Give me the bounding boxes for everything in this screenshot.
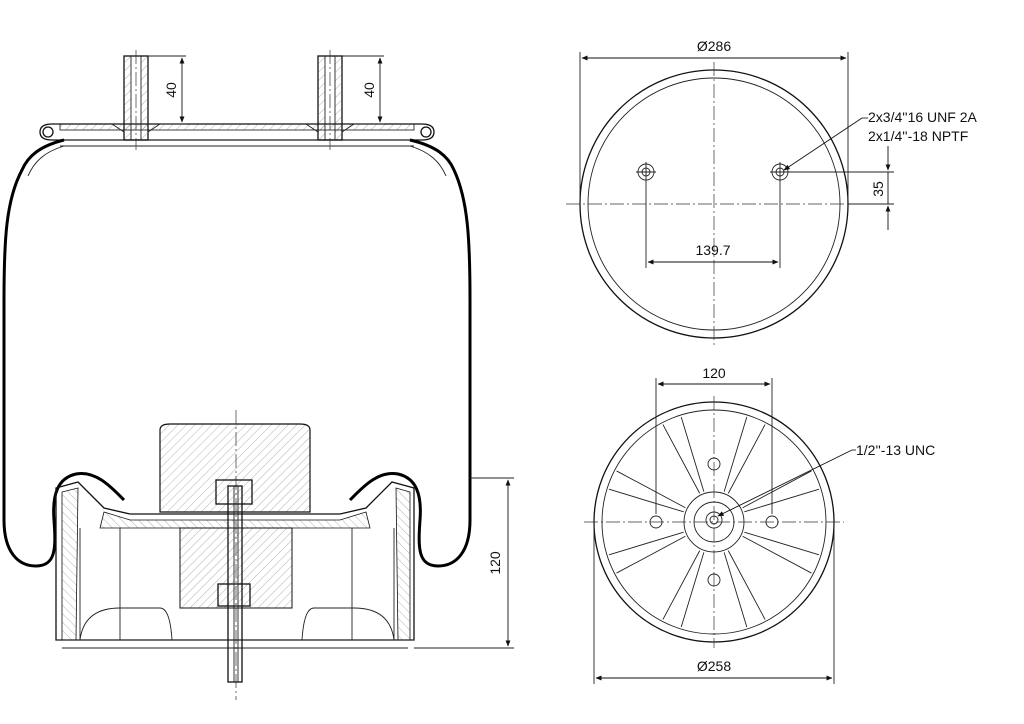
piston-rib-line [742,470,812,509]
top-stud-hole-right [770,162,790,182]
bellows-wall [2,138,472,568]
piston-rib-line [744,488,820,513]
dimension-stud-spacing: 139.7 [645,182,781,268]
stud-height-right-label: 40 [361,82,377,98]
piston-rib-line [608,531,684,556]
piston-rib-line [616,470,686,509]
piston-rib-line [723,416,748,492]
piston-rib-line [727,550,766,620]
stud-offset-label: 35 [870,181,886,197]
dimension-piston-height: 120 [414,477,514,649]
piston-rib-line [727,424,766,494]
stud-spacing-label: 139.7 [695,242,730,258]
bottom-thread-callout: 1/2''-13 UNC [717,442,935,517]
piston-bolt-hole [649,515,663,529]
piston-bottom-view: 120 Ø258 1/2''-13 UNC [584,365,935,684]
piston-rib-line [723,552,748,628]
dimension-top-diameter: Ø286 [579,38,849,204]
piston-bolt-holes [649,457,779,587]
piston-height-label: 120 [487,551,503,575]
piston-bolt-hole [707,573,721,587]
piston-rib-line [608,488,684,513]
piston-rib-line [744,531,820,556]
top-plate [39,123,435,147]
piston-rib-line [680,416,705,492]
dimension-stud-height-right: 40 [342,55,384,125]
piston-rib-line [742,535,812,574]
dimension-piston-diameter: Ø258 [593,522,835,684]
left-stud [111,50,161,150]
center-bolt [215,479,253,683]
bottom-thread-label: 1/2''-13 UNC [856,442,935,458]
right-stud [305,50,355,150]
dimension-stud-offset: 35 [790,146,894,230]
piston-diameter-label: Ø258 [697,658,731,674]
piston-bolt-spacing-label: 120 [702,365,726,381]
piston-bolt-hole [765,515,779,529]
piston-bolt-hole [707,457,721,471]
piston-ribs [608,416,820,628]
side-section-view: 40 40 120 [2,50,514,700]
top-thread-callout: 2x3/4''16 UNF 2A 2x1/4''-18 NPTF [783,109,978,171]
top-thread-line1: 2x3/4''16 UNF 2A [868,109,978,125]
top-plate-view: Ø286 139.7 35 2x3/4''16 UNF 2A 2x1/4''-1… [566,38,978,346]
stud-height-left-label: 40 [163,82,179,98]
top-stud-hole-left [636,162,656,182]
piston-rib-line [662,424,701,494]
dimension-stud-height-left: 40 [148,55,186,125]
piston-rib-line [616,535,686,574]
piston [55,481,415,649]
dimension-piston-bolt-spacing: 120 [655,365,773,514]
piston-rib-line [680,552,705,628]
top-thread-line2: 2x1/4''-18 NPTF [868,128,968,144]
piston-rib-line [662,550,701,620]
top-diameter-label: Ø286 [697,38,731,54]
